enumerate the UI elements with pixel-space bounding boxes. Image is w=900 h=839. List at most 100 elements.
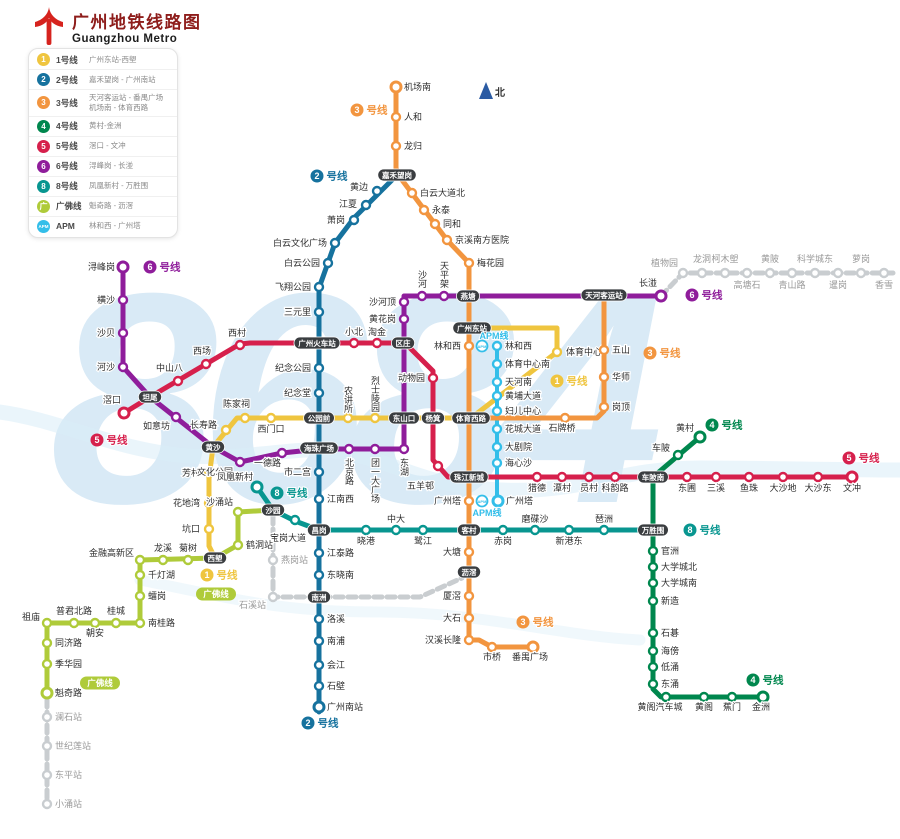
station-广州南站[interactable]	[312, 700, 326, 714]
station-青山路[interactable]	[786, 267, 798, 279]
interchange-昌岗[interactable]	[306, 523, 331, 537]
station-潭村[interactable]	[556, 471, 568, 483]
interchange-客村[interactable]	[456, 523, 481, 537]
station-中大[interactable]	[390, 524, 402, 536]
station-大沙东[interactable]	[812, 471, 824, 483]
interchange-嘉禾望岗[interactable]	[377, 168, 417, 182]
station-东湖[interactable]	[398, 443, 410, 455]
station-人和[interactable]	[390, 111, 402, 123]
station-萝岗[interactable]	[855, 267, 867, 279]
station-林和西[interactable]	[463, 340, 475, 352]
interchange-沥滘[interactable]	[456, 565, 481, 579]
station-石溪站[interactable]	[267, 591, 279, 603]
interchange-广州火车站[interactable]	[293, 336, 341, 350]
station-普君北路[interactable]	[68, 617, 80, 629]
station-华师[interactable]	[598, 371, 610, 383]
station-浔峰岗[interactable]	[116, 260, 130, 274]
station-西场[interactable]	[200, 358, 212, 370]
station-鱼珠[interactable]	[743, 471, 755, 483]
station-磨碟沙[interactable]	[529, 524, 541, 536]
station-金融高新区[interactable]	[134, 554, 146, 566]
station-大剧院[interactable]	[491, 441, 503, 453]
station-洛溪[interactable]	[313, 613, 325, 625]
station-凤凰新村[interactable]	[250, 480, 264, 494]
station-低涌[interactable]	[647, 661, 659, 673]
station-淘金[interactable]	[371, 337, 383, 349]
station-黄阁汽车城[interactable]	[660, 691, 672, 703]
station-如意坊[interactable]	[170, 411, 182, 423]
station-大石[interactable]	[463, 612, 475, 624]
station-妇儿中心[interactable]	[491, 405, 503, 417]
station-金洲[interactable]	[756, 690, 770, 704]
station-祖庙[interactable]	[41, 617, 53, 629]
station-赤岗[interactable]	[497, 524, 509, 536]
station-东平站[interactable]	[41, 769, 53, 781]
station-猎德[interactable]	[531, 471, 543, 483]
station-车陂[interactable]	[672, 449, 684, 461]
station-魁奇路[interactable]	[40, 686, 54, 700]
station-一德路[interactable]	[276, 447, 288, 459]
station-番禺广场[interactable]	[526, 640, 540, 654]
station-黄花岗[interactable]	[398, 313, 410, 325]
station-体育中心[interactable]	[551, 346, 563, 358]
interchange-海珠广场[interactable]	[299, 441, 339, 455]
station-大学城南[interactable]	[647, 577, 659, 589]
interchange-天河客运站[interactable]	[580, 288, 628, 302]
station-季华园[interactable]	[41, 658, 53, 670]
station-蕉门[interactable]	[726, 691, 738, 703]
station-黄村[interactable]	[693, 430, 707, 444]
station-林和西[interactable]	[491, 340, 503, 352]
station-三元里[interactable]	[313, 306, 325, 318]
station-澜石站[interactable]	[41, 711, 53, 723]
station-同济路[interactable]	[41, 637, 53, 649]
station-会江[interactable]	[313, 659, 325, 671]
station-琶洲[interactable]	[598, 524, 610, 536]
station-汉溪长隆[interactable]	[463, 634, 475, 646]
station-宝岗大道[interactable]	[289, 514, 301, 526]
station-柯木塱[interactable]	[719, 267, 731, 279]
interchange-区庄[interactable]	[390, 336, 415, 350]
station-花城大道[interactable]	[491, 423, 503, 435]
station-市二宫[interactable]	[313, 466, 325, 478]
station-天平架[interactable]	[438, 290, 450, 302]
station-南浦[interactable]	[313, 635, 325, 647]
station-石碁[interactable]	[647, 627, 659, 639]
interchange-黄沙[interactable]	[200, 440, 225, 454]
station-龙洞[interactable]	[696, 267, 708, 279]
station-龙归[interactable]	[390, 140, 402, 152]
station-鹤洞站[interactable]	[232, 539, 244, 551]
station-大学城北[interactable]	[647, 561, 659, 573]
station-沙河[interactable]	[416, 290, 428, 302]
interchange-体育西路[interactable]	[451, 411, 491, 425]
station-三溪[interactable]	[710, 471, 722, 483]
station-滘口[interactable]	[117, 406, 131, 420]
station-大塘[interactable]	[463, 546, 475, 558]
station-植物园[interactable]	[677, 267, 689, 279]
station-中山八[interactable]	[172, 375, 184, 387]
station-纪念公园[interactable]	[313, 362, 325, 374]
station-新港东[interactable]	[563, 524, 575, 536]
station-飞翔公园[interactable]	[313, 281, 325, 293]
station-海傍[interactable]	[647, 645, 659, 657]
station-花地湾[interactable]	[203, 497, 215, 509]
station-陈家祠[interactable]	[239, 412, 251, 424]
interchange-广州东站[interactable]	[452, 321, 492, 335]
station-东晓南[interactable]	[313, 569, 325, 581]
interchange-西塱[interactable]	[202, 551, 227, 565]
interchange-燕塘[interactable]	[455, 289, 480, 303]
station-黄陂[interactable]	[764, 267, 776, 279]
station-石壁[interactable]	[313, 680, 325, 692]
station-厦滘[interactable]	[463, 590, 475, 602]
station-江夏[interactable]	[360, 199, 372, 211]
station-广州塔[interactable]	[463, 495, 475, 507]
station-𧒽岗[interactable]	[134, 590, 146, 602]
station-团一大广场[interactable]	[369, 443, 381, 455]
interchange-东山口[interactable]	[388, 411, 420, 425]
station-黄埔大道[interactable]	[491, 390, 503, 402]
station-岗顶[interactable]	[598, 401, 610, 413]
station-江泰路[interactable]	[313, 547, 325, 559]
station-沙河顶[interactable]	[398, 296, 410, 308]
station-世纪莲站[interactable]	[41, 740, 53, 752]
station-西村[interactable]	[234, 339, 246, 351]
station-石牌桥[interactable]	[559, 412, 571, 424]
